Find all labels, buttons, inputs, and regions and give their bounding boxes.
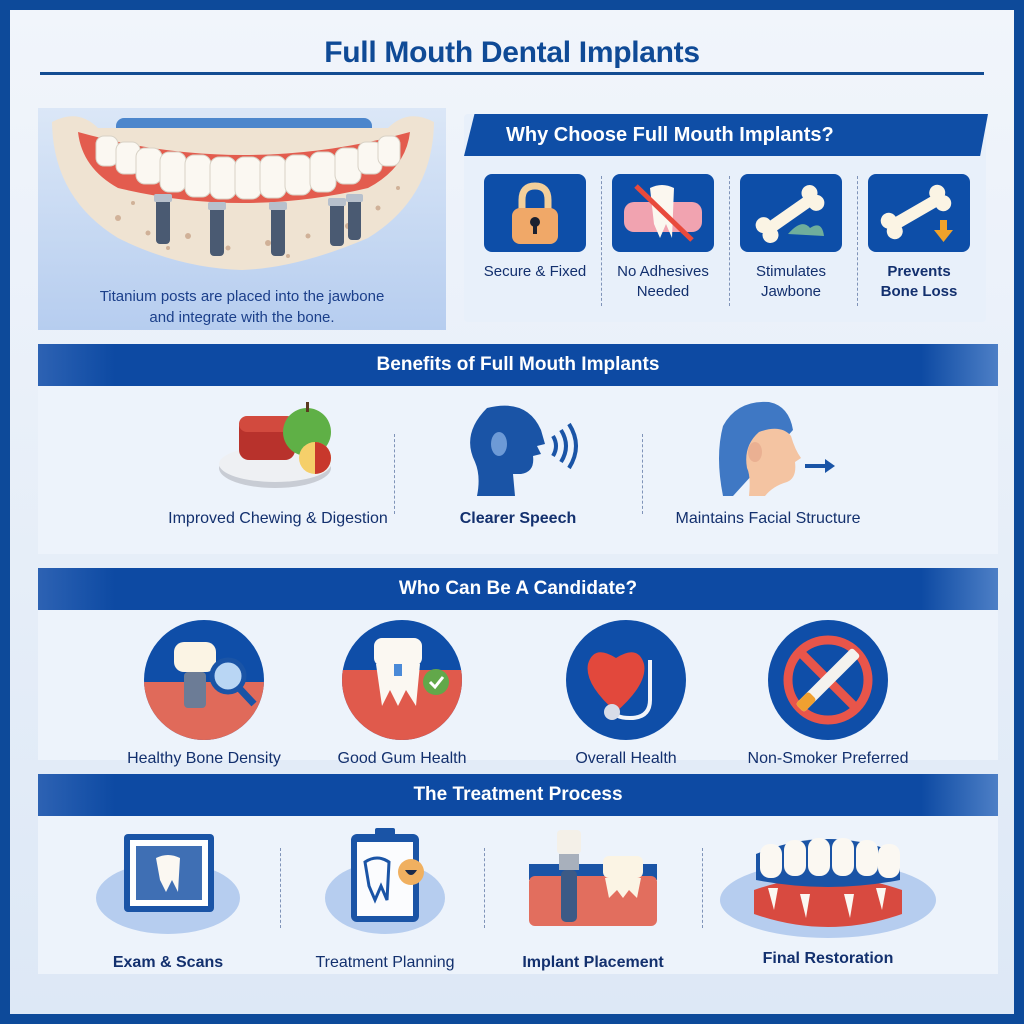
process-label: Treatment Planning [315, 954, 455, 971]
no-smoking-icon [768, 620, 888, 740]
hero-jaw-illustration: Titanium posts are placed into the jawbo… [38, 108, 446, 330]
divider [642, 434, 643, 514]
xray-scan-icon [96, 834, 240, 934]
implant-magnifier-icon [144, 620, 264, 740]
hero-caption: Titanium posts are placed into the jawbo… [38, 286, 446, 328]
benefit-label: Maintains Facial Structure [675, 510, 861, 527]
why-item-stimulates: Stimulates Jawbone [731, 174, 851, 302]
hero-caption-line1: Titanium posts are placed into the jawbo… [99, 288, 385, 305]
divider [280, 848, 281, 928]
process-label: Final Restoration [762, 950, 894, 967]
no-adhesive-denture-icon [612, 174, 714, 252]
food-plate-icon [219, 402, 331, 488]
divider [702, 848, 703, 928]
benefit-facial: Maintains Facial Structure [658, 396, 878, 528]
why-label-line2: Bone Loss [880, 283, 958, 300]
benefit-label: Clearer Speech [459, 510, 577, 527]
why-label: No Adhesives Needed [603, 262, 723, 302]
denture-arch-icon [720, 838, 936, 938]
divider [601, 176, 602, 306]
process-step-planning: Treatment Planning [300, 828, 470, 972]
process-heading: The Treatment Process [38, 774, 998, 816]
implant-post-icon [529, 830, 657, 926]
candidate-label: Overall Health [575, 750, 677, 767]
why-label: Secure & Fixed [483, 263, 587, 280]
why-label-line2: Needed [636, 283, 690, 300]
divider [484, 848, 485, 928]
process-step-placement: Implant Placement [508, 828, 678, 972]
candidate-non-smoker: Non-Smoker Preferred [738, 620, 918, 768]
benefits-heading: Benefits of Full Mouth Implants [38, 344, 998, 386]
why-label-line1: Stimulates [755, 263, 827, 280]
why-choose-panel: Why Choose Full Mouth Implants? Secure &… [464, 114, 988, 322]
title-divider [40, 72, 984, 75]
why-item-prevents: Prevents Bone Loss [859, 174, 979, 302]
candidate-overall-health: Overall Health [536, 620, 716, 768]
why-label-line2: Jawbone [760, 283, 822, 300]
why-label-line1: No Adhesives [617, 263, 709, 280]
why-label: Stimulates Jawbone [731, 262, 851, 302]
process-step-restoration: Final Restoration [718, 824, 938, 968]
benefit-label: Improved Chewing & Digestion [168, 510, 388, 527]
candidate-bone-density: Healthy Bone Density [114, 620, 294, 768]
jaw-implant-icon [52, 116, 434, 270]
why-label: Prevents Bone Loss [859, 262, 979, 302]
benefit-speech: Clearer Speech [418, 396, 618, 528]
candidate-panel: Who Can Be A Candidate? Healthy Bone Den… [38, 568, 998, 767]
page-title: Full Mouth Dental Implants [324, 36, 700, 69]
face-profile-icon [719, 401, 835, 496]
bone-loss-arrow-icon [868, 174, 970, 252]
divider [857, 176, 858, 306]
padlock-icon [484, 174, 586, 252]
why-item-no-adhesives: No Adhesives Needed [603, 174, 723, 302]
why-label-line1: Prevents [887, 263, 951, 280]
heart-stethoscope-icon [566, 620, 686, 740]
process-panel: The Treatment Process Exam & Scans Treat… [38, 774, 998, 974]
why-choose-heading: Why Choose Full Mouth Implants? [464, 114, 988, 156]
candidate-heading: Who Can Be A Candidate? [38, 568, 998, 610]
candidate-label: Good Gum Health [337, 750, 467, 767]
infographic-frame: Full Mouth Dental Implants [10, 10, 1014, 1014]
process-label: Exam & Scans [112, 954, 224, 971]
benefits-panel: Benefits of Full Mouth Implants Improved… [38, 344, 998, 554]
candidate-gum-health: Good Gum Health [312, 620, 492, 768]
bone-stimulation-icon [740, 174, 842, 252]
benefit-chewing: Improved Chewing & Digestion [158, 396, 398, 528]
process-step-exam: Exam & Scans [88, 828, 248, 972]
tooth-checkmark-icon [342, 620, 462, 740]
clipboard-tooth-icon [325, 828, 445, 934]
why-item-secure: Secure & Fixed [475, 174, 595, 282]
divider [394, 434, 395, 514]
speaking-head-icon [470, 405, 578, 496]
hero-caption-line2: and integrate with the bone. [149, 309, 335, 326]
divider [729, 176, 730, 306]
candidate-label: Healthy Bone Density [127, 750, 281, 767]
candidate-label: Non-Smoker Preferred [747, 750, 909, 767]
process-label: Implant Placement [522, 954, 664, 971]
